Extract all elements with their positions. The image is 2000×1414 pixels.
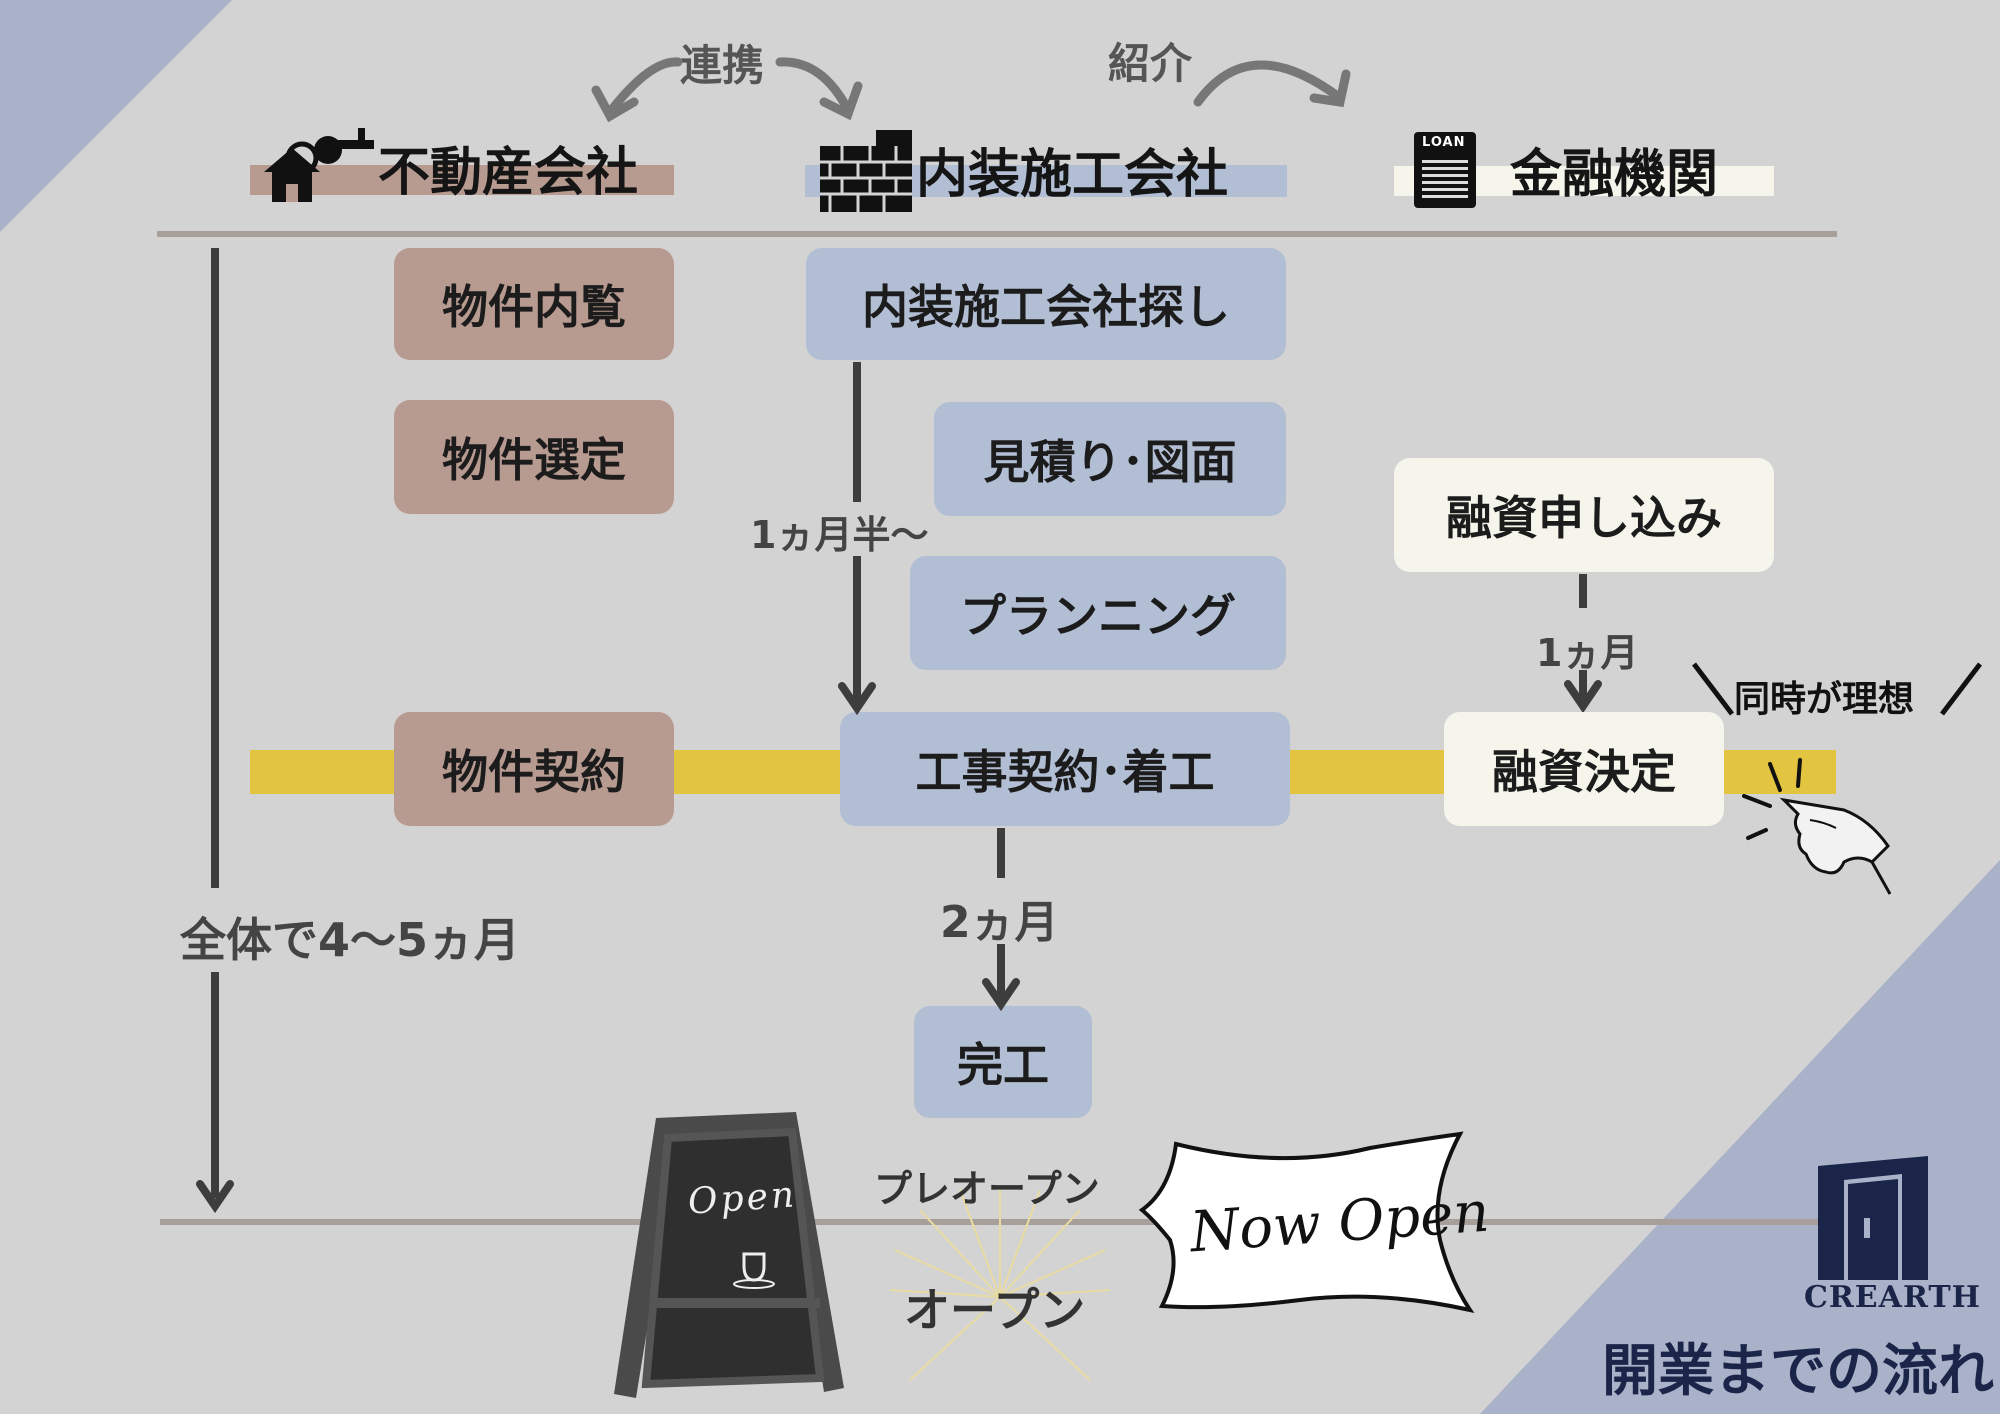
document-lines — [1422, 156, 1468, 200]
brick-wall-icon — [820, 130, 912, 212]
overall-timeline-line-top — [211, 248, 219, 888]
total-duration-label: 全体で4～5ヵ月 — [180, 913, 521, 967]
pre-opening-label: プレオープン — [874, 1167, 1100, 1211]
finance-header: 金融機関 — [1510, 145, 1719, 205]
introduction-arrow — [1193, 60, 1351, 108]
crearth-logo-icon — [1818, 1156, 1928, 1280]
step-planning: プランニング — [910, 556, 1286, 670]
interior-arrow-line-bottom — [853, 556, 861, 702]
crearth-logo-text: CREARTH — [1804, 1280, 1982, 1315]
pointing-hand-icon — [1742, 758, 1892, 895]
page-title: 開業までの流れ — [1602, 1339, 1994, 1404]
build-duration-label: 2ヵ月 — [940, 897, 1059, 948]
ideal-callout: 同時が理想 — [1734, 679, 1915, 720]
loan-duration-label: 1ヵ月 — [1536, 631, 1639, 675]
house-key-icon — [264, 128, 374, 202]
step-completion: 完工 — [914, 1006, 1092, 1118]
build-arrow-line-top — [997, 828, 1005, 878]
step-property-viewing: 物件内覧 — [394, 248, 674, 360]
interior-arrowhead — [838, 682, 876, 716]
open-sign-text: Open — [686, 1174, 799, 1223]
overall-timeline-arrowhead — [196, 1180, 234, 1214]
step-property-contract: 物件契約 — [394, 712, 674, 826]
corner-accent-top-left — [0, 0, 232, 232]
step-contractor-search: 内装施工会社探し — [806, 248, 1286, 360]
interior-arrow-line-top — [853, 362, 861, 502]
interior-header: 内装施工会社 — [916, 145, 1229, 205]
build-arrowhead — [982, 978, 1020, 1012]
link-label-cooperation: 連携 — [680, 41, 765, 90]
step-property-selection: 物件選定 — [394, 400, 674, 514]
real-estate-header-bar — [250, 165, 674, 195]
callout-slashes — [1692, 662, 1982, 716]
cooperation-arrow — [591, 57, 863, 123]
loan-arrow-line-top — [1579, 574, 1587, 608]
overall-timeline-line-bottom — [211, 972, 219, 1198]
loan-document-icon: LOAN — [1414, 132, 1476, 208]
step-loan-application: 融資申し込み — [1394, 458, 1774, 572]
loan-tag: LOAN — [1422, 135, 1466, 150]
loan-arrow-line-bottom — [1579, 670, 1587, 702]
loan-arrowhead — [1564, 680, 1602, 714]
opening-label: オープン — [904, 1283, 1086, 1337]
build-arrow-line-bottom — [997, 944, 1005, 998]
step-estimate-drawing: 見積り･図面 — [934, 402, 1286, 516]
sunburst-decoration — [889, 1189, 1111, 1381]
open-sign-board — [614, 1112, 844, 1398]
real-estate-header: 不動産会社 — [378, 143, 639, 203]
interior-duration-label: 1ヵ月半～ — [750, 513, 929, 557]
step-loan-decision: 融資決定 — [1444, 712, 1724, 826]
now-open-flag — [1138, 1131, 1475, 1314]
top-divider — [157, 231, 1837, 237]
step-construction-contract: 工事契約･着工 — [840, 712, 1290, 826]
link-label-introduction: 紹介 — [1108, 39, 1193, 88]
